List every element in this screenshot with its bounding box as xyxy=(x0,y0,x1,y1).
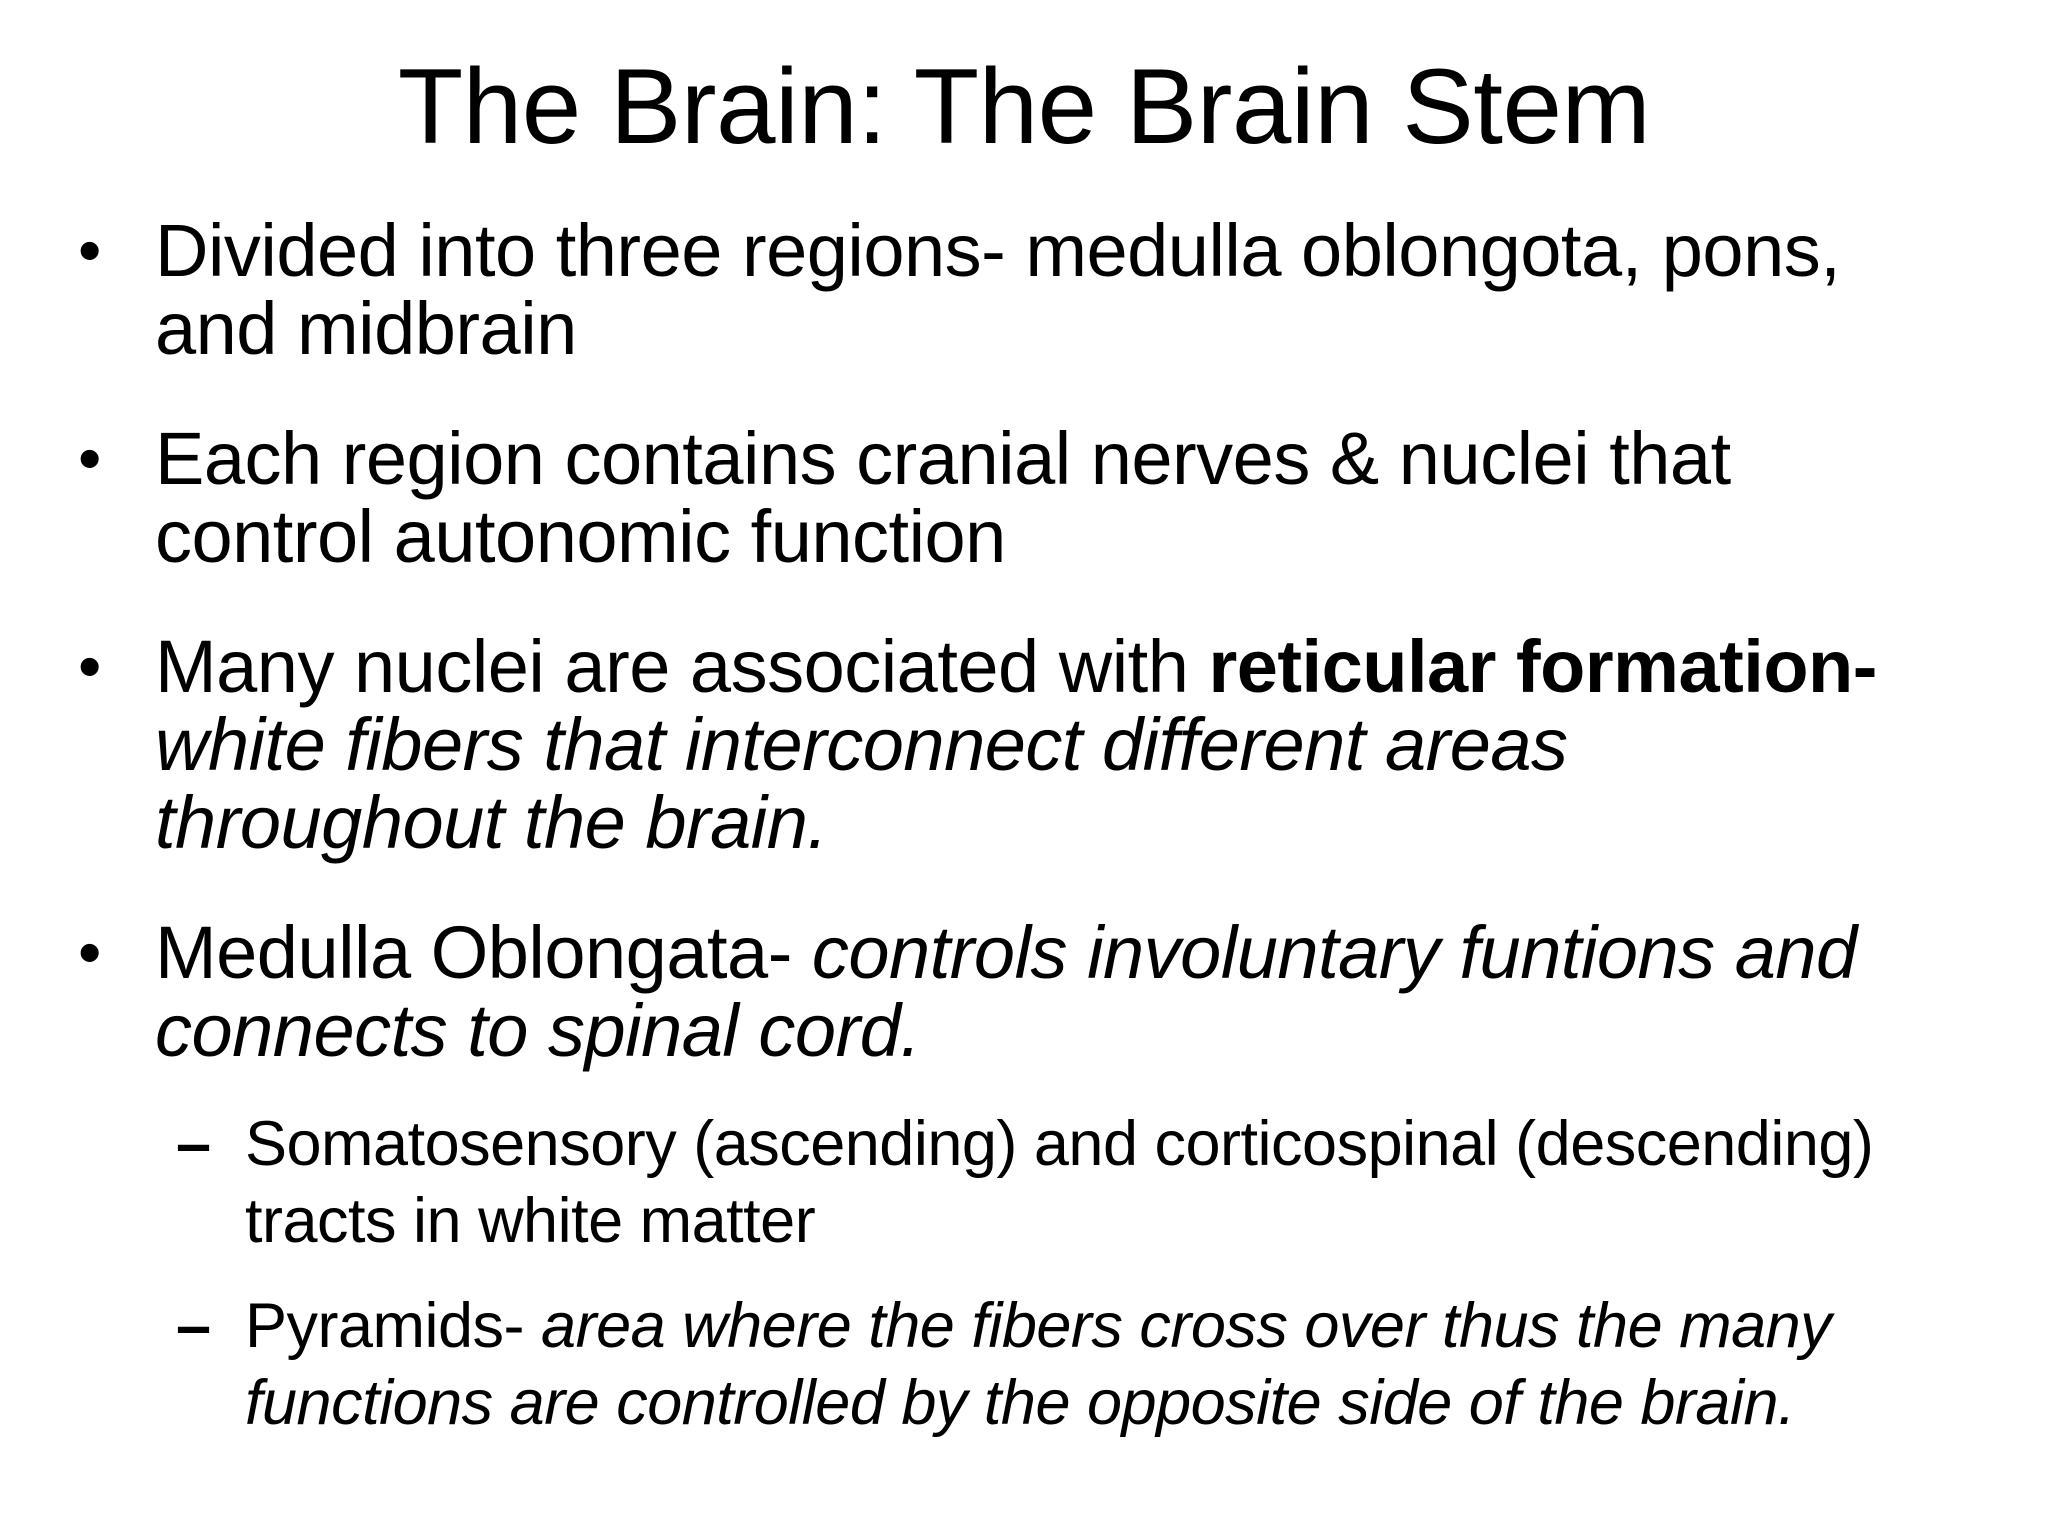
bullet-list: • Divided into three regions- medulla obl… xyxy=(0,212,2018,1442)
bullet-text: Divided into three regions- medulla oblo… xyxy=(155,212,2018,368)
text-run: Each region contains cranial nerves & nu… xyxy=(155,417,1731,500)
text-run: tracts in white matter xyxy=(245,1186,816,1256)
text-run: white fibers that interconnect different… xyxy=(155,703,1568,786)
text-run: functions are controlled by the opposite… xyxy=(245,1368,1796,1438)
bullet-dash-icon: – xyxy=(176,1109,211,1179)
bullet-item: • Many nuclei are associated with reticul… xyxy=(0,628,2018,862)
bullet-text: Many nuclei are associated with reticula… xyxy=(155,628,2018,862)
text-run: area where the fibers cross over thus th… xyxy=(541,1291,1832,1361)
text-run: Medulla Oblongata- xyxy=(155,911,812,994)
text-run: controls involuntary funtions and xyxy=(811,911,1857,994)
text-run: Many nuclei are associated with xyxy=(155,625,1209,708)
bullet-dot-icon: • xyxy=(78,214,101,288)
text-run: connects to spinal cord. xyxy=(155,989,921,1072)
bullet-text: Each region contains cranial nerves & nu… xyxy=(155,420,2018,576)
text-run: throughout the brain. xyxy=(155,781,828,864)
bullet-dot-icon: • xyxy=(78,916,101,990)
bullet-item: • Divided into three regions- medulla obl… xyxy=(0,212,2018,368)
slide-title: The Brain: The Brain Stem xyxy=(397,46,1651,166)
text-run: reticular formation- xyxy=(1208,625,1877,708)
text-run: Pyramids- xyxy=(245,1291,542,1361)
bullet-text: Somatosensory (ascending) and corticospi… xyxy=(245,1106,2018,1260)
bullet-item: • Medulla Oblongata- controls involuntary… xyxy=(0,914,2018,1070)
bullet-dot-icon: • xyxy=(78,630,101,704)
bullet-item: • Each region contains cranial nerves & n… xyxy=(0,420,2018,576)
bullet-text: Pyramids- area where the fibers cross ov… xyxy=(245,1288,2018,1442)
bullet-item: –Pyramids- area where the fibers cross o… xyxy=(0,1288,2018,1442)
bullet-dot-icon: • xyxy=(78,422,101,496)
text-run: Divided into three regions- medulla oblo… xyxy=(155,209,1841,292)
text-run: and midbrain xyxy=(155,287,577,370)
bullet-item: –Somatosensory (ascending) and corticosp… xyxy=(0,1106,2018,1260)
text-run: Somatosensory (ascending) and corticospi… xyxy=(245,1109,1874,1179)
bullet-text: Medulla Oblongata- controls involuntary … xyxy=(155,914,2018,1070)
text-run: control autonomic function xyxy=(155,495,1006,578)
bullet-dash-icon: – xyxy=(176,1291,211,1361)
